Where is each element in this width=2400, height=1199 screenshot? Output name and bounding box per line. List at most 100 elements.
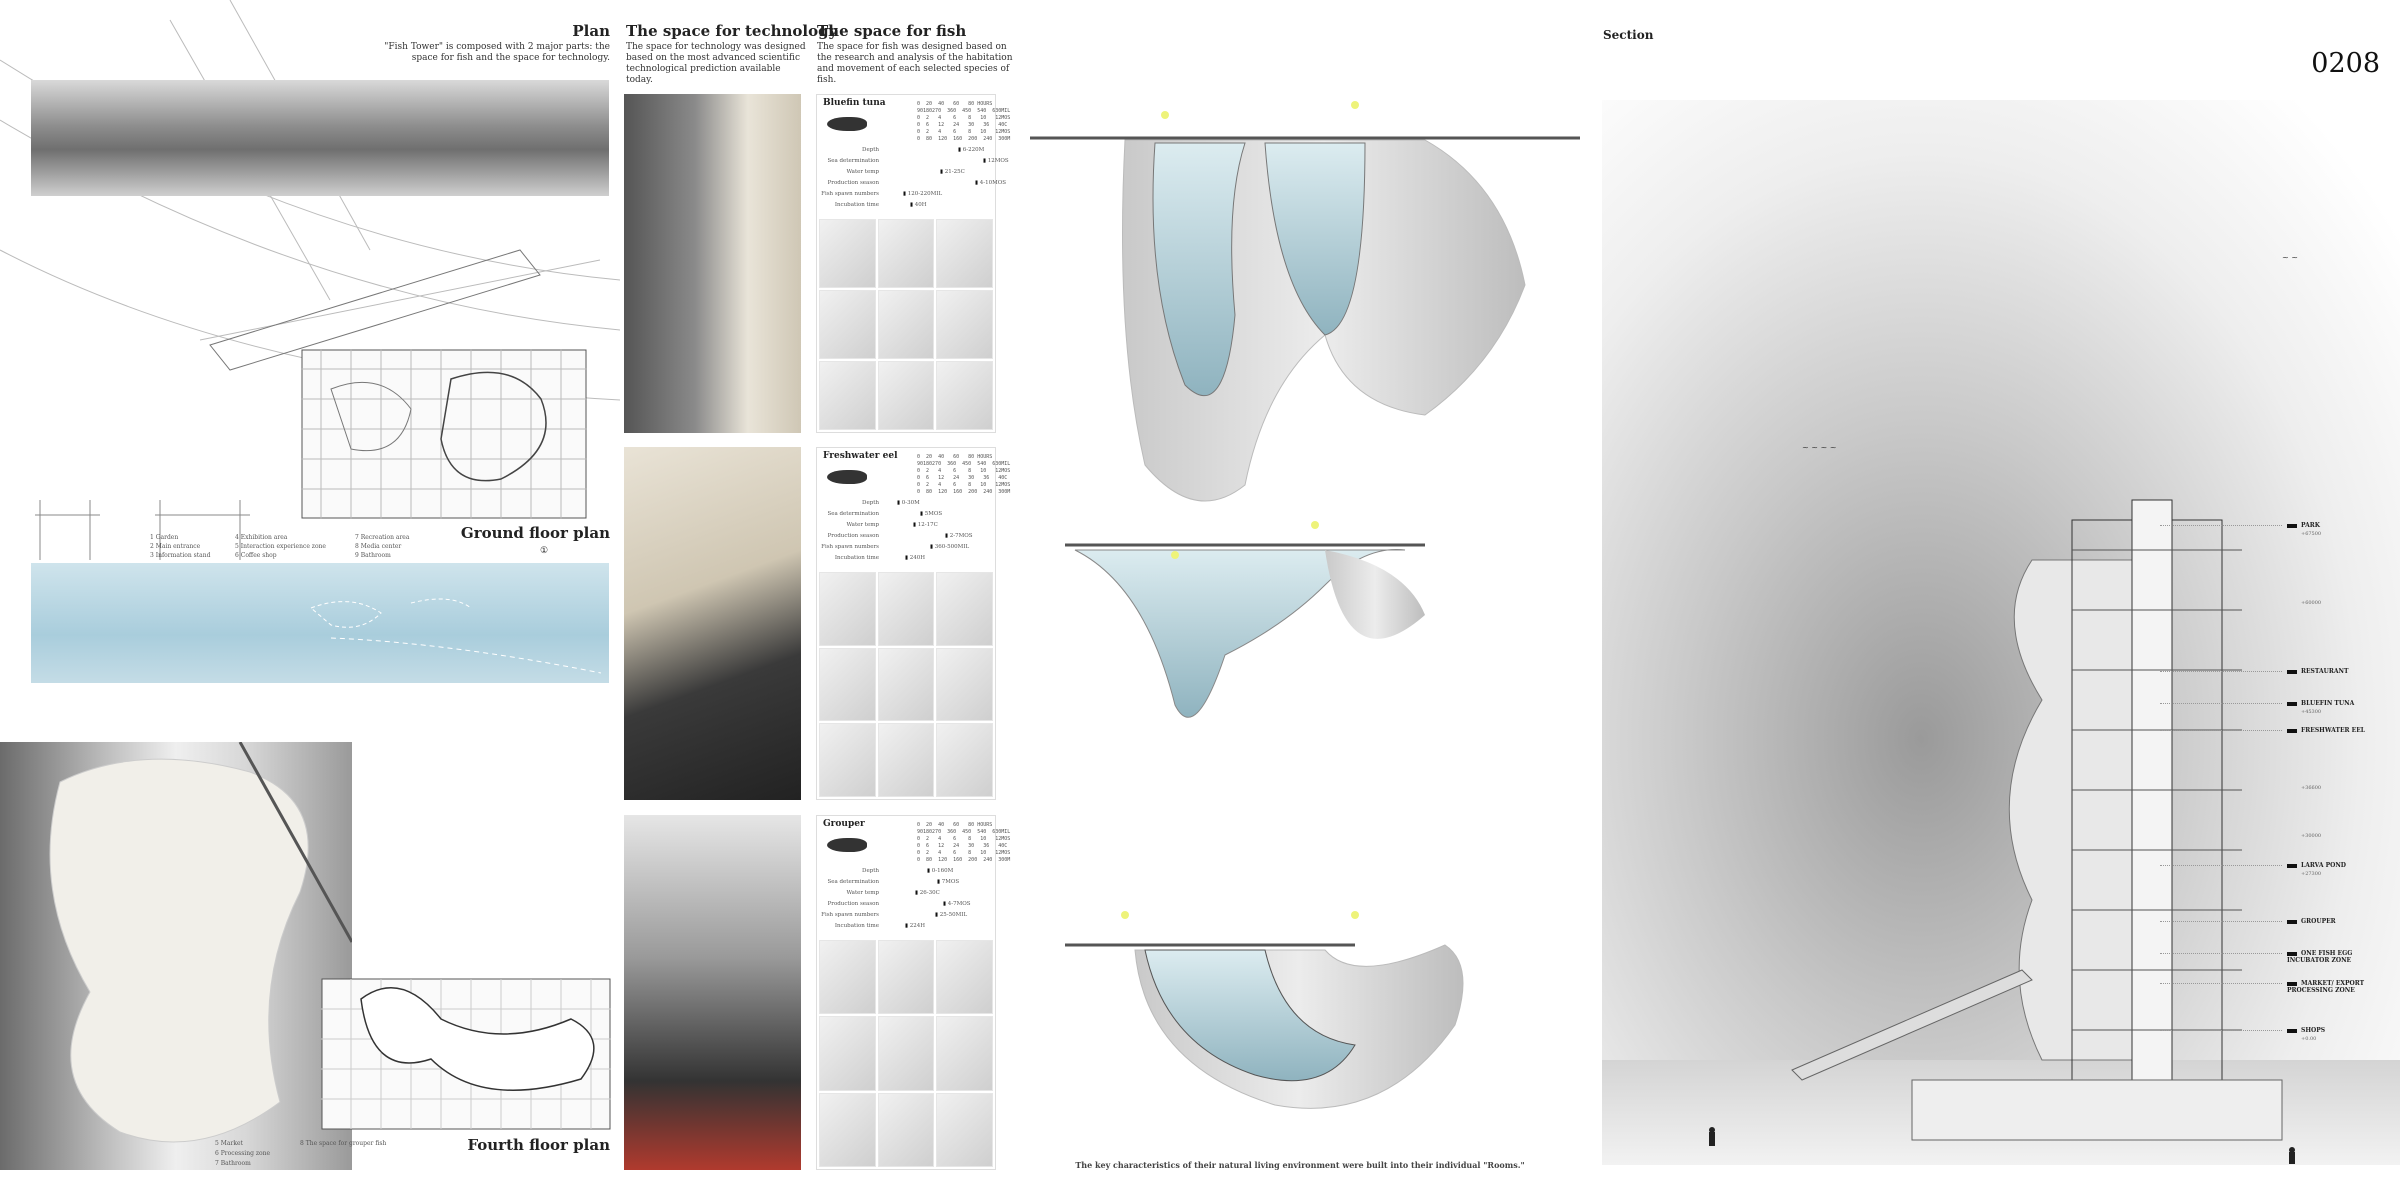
section-label: LARVA POND <box>2287 862 2377 869</box>
svg-text:~ ~ ~ ~: ~ ~ ~ ~ <box>1802 443 1836 452</box>
section-label: BLUEFIN TUNA <box>2287 700 2377 707</box>
board-number: 0208 <box>2311 48 2380 79</box>
habitat-thumbnail <box>936 940 993 1015</box>
leader-line <box>2160 1030 2282 1031</box>
habitat-thumbnail <box>819 1092 876 1167</box>
renderings-caption: The key characteristics of their natural… <box>1075 1160 1525 1170</box>
habitat-thumbnail <box>819 572 876 646</box>
plan-title: Plan <box>572 22 610 40</box>
data-row: Fish spawn numbers25-50MIL <box>817 912 995 922</box>
habitat-thumbnail <box>877 572 935 646</box>
row-value: 0-160M <box>927 868 954 874</box>
row-label: Production season <box>827 901 879 907</box>
leader-line <box>2160 671 2282 672</box>
habitat-thumbnail <box>936 219 993 288</box>
row-value: 7MOS <box>937 879 959 885</box>
technology-title: The space for technology <box>626 22 838 40</box>
habitat-thumbnail <box>819 290 876 359</box>
row-value: 224H <box>905 923 925 929</box>
data-row: Incubation time 224H <box>817 923 995 933</box>
plan-aerial-photo <box>31 80 609 196</box>
habitat-thumbnail <box>877 1092 935 1167</box>
data-scale: 0 20 40 60 80 HOURS 90180270 360 450 540… <box>917 822 1011 863</box>
data-row: Fish spawn numbers120-220MIL <box>817 191 995 201</box>
eel-room-rendering <box>1065 521 1425 718</box>
legend-item: 3 Information stand <box>150 552 211 559</box>
row-label: Fish spawn numbers <box>821 544 879 550</box>
legend-item: 4 Exhibition area <box>235 534 288 541</box>
fourth-floor-plan-title: Fourth floor plan <box>467 1136 610 1154</box>
fish-card: Bluefin tuna 0 20 40 60 80 HOURS 9018027… <box>816 94 1010 433</box>
section-label: ONE FISH EGG INCUBATOR ZONE <box>2287 950 2377 964</box>
legend-item: 8 Media center <box>355 543 402 550</box>
section-title: Section <box>1603 28 1654 42</box>
habitat-thumbnails <box>817 217 995 432</box>
habitat-thumbnail <box>877 1016 935 1091</box>
data-row: Sea determination7MOS <box>817 879 995 889</box>
row-value: 360-500MIL <box>930 544 969 550</box>
row-label: Fish spawn numbers <box>821 191 879 197</box>
habitat-thumbnail <box>819 940 876 1015</box>
row-value: 4-10MOS <box>975 180 1006 186</box>
leader-line <box>2160 703 2282 704</box>
row-value: 2-7MOS <box>945 533 973 539</box>
elevation-mark: +36600 <box>2301 785 2322 791</box>
habitat-thumbnail <box>877 723 935 797</box>
elevation-mark: +60000 <box>2301 600 2322 606</box>
row-label: Incubation time <box>834 923 879 929</box>
legend-item: 5 Market <box>215 1140 243 1147</box>
legend-item: 6 Coffee shop <box>235 552 277 559</box>
svg-text:~ ~: ~ ~ <box>2282 253 2298 262</box>
row-label: Depth <box>862 500 879 506</box>
row-label: Incubation time <box>834 555 879 561</box>
row-label: Production season <box>827 533 879 539</box>
habitat-thumbnail <box>877 219 935 288</box>
elevation-mark: +0.00 <box>2301 1036 2317 1042</box>
model-photo <box>0 742 352 1170</box>
fish-intro: The space for fish was designed based on… <box>817 42 1013 85</box>
row-value: 0-30M <box>897 500 920 506</box>
legend-item: 5 Interaction experience zone <box>235 543 326 550</box>
fish-name: Bluefin tuna <box>823 98 886 108</box>
elevation-mark: +27300 <box>2301 871 2322 877</box>
data-row: Incubation time 40H <box>817 202 995 212</box>
row-value: 40H <box>910 202 927 208</box>
row-label: Incubation time <box>834 202 879 208</box>
tower-section-drawing: ~ ~ ~ ~ ~ ~ <box>1709 253 2298 1164</box>
habitat-thumbnail <box>936 572 993 646</box>
fish-name: Freshwater eel <box>823 451 898 461</box>
data-row: Sea determination12MOS <box>817 158 1008 168</box>
legend-item: 1 Garden <box>150 534 179 541</box>
legend-item: 2 Main entrance <box>150 543 201 550</box>
habitat-thumbnail <box>936 290 993 359</box>
water-area <box>31 563 609 683</box>
plan-intro: "Fish Tower" is composed with 2 major pa… <box>384 42 610 63</box>
habitat-thumbnails <box>817 570 995 799</box>
data-row: Incubation time 240H <box>817 555 995 565</box>
leader-line <box>2160 525 2282 526</box>
section-label: SHOPS <box>2287 1027 2377 1034</box>
legend-item: 9 Bathroom <box>355 552 391 559</box>
data-row: Water temp26-30C <box>817 890 995 900</box>
habitat-thumbnail <box>936 1016 993 1091</box>
technology-photo-2 <box>624 447 801 800</box>
elevation-mark: +45300 <box>2301 709 2322 715</box>
row-value: 21-25C <box>940 169 965 175</box>
habitat-thumbnail <box>819 1016 876 1091</box>
fish-card: Freshwater eel 0 20 40 60 80 HOURS 90180… <box>816 447 1010 800</box>
row-label: Production season <box>827 180 879 186</box>
habitat-thumbnail <box>819 219 876 288</box>
data-row: Depth0-160M <box>817 868 995 878</box>
leader-line <box>2160 921 2282 922</box>
section-label: PARK <box>2287 522 2377 529</box>
data-row: Sea determination5MOS <box>817 511 995 521</box>
north-arrow-icon: ① <box>540 546 549 556</box>
row-value: 240H <box>905 555 925 561</box>
elevation-mark: +67500 <box>2301 531 2322 537</box>
leader-line <box>2160 865 2282 866</box>
ground-floor-plan-drawing <box>301 349 587 519</box>
legend-item: 7 Recreation area <box>355 534 410 541</box>
data-row: Production season 4-10MOS <box>817 180 1006 190</box>
row-label: Water temp <box>846 522 880 528</box>
row-label: Fish spawn numbers <box>821 912 879 918</box>
